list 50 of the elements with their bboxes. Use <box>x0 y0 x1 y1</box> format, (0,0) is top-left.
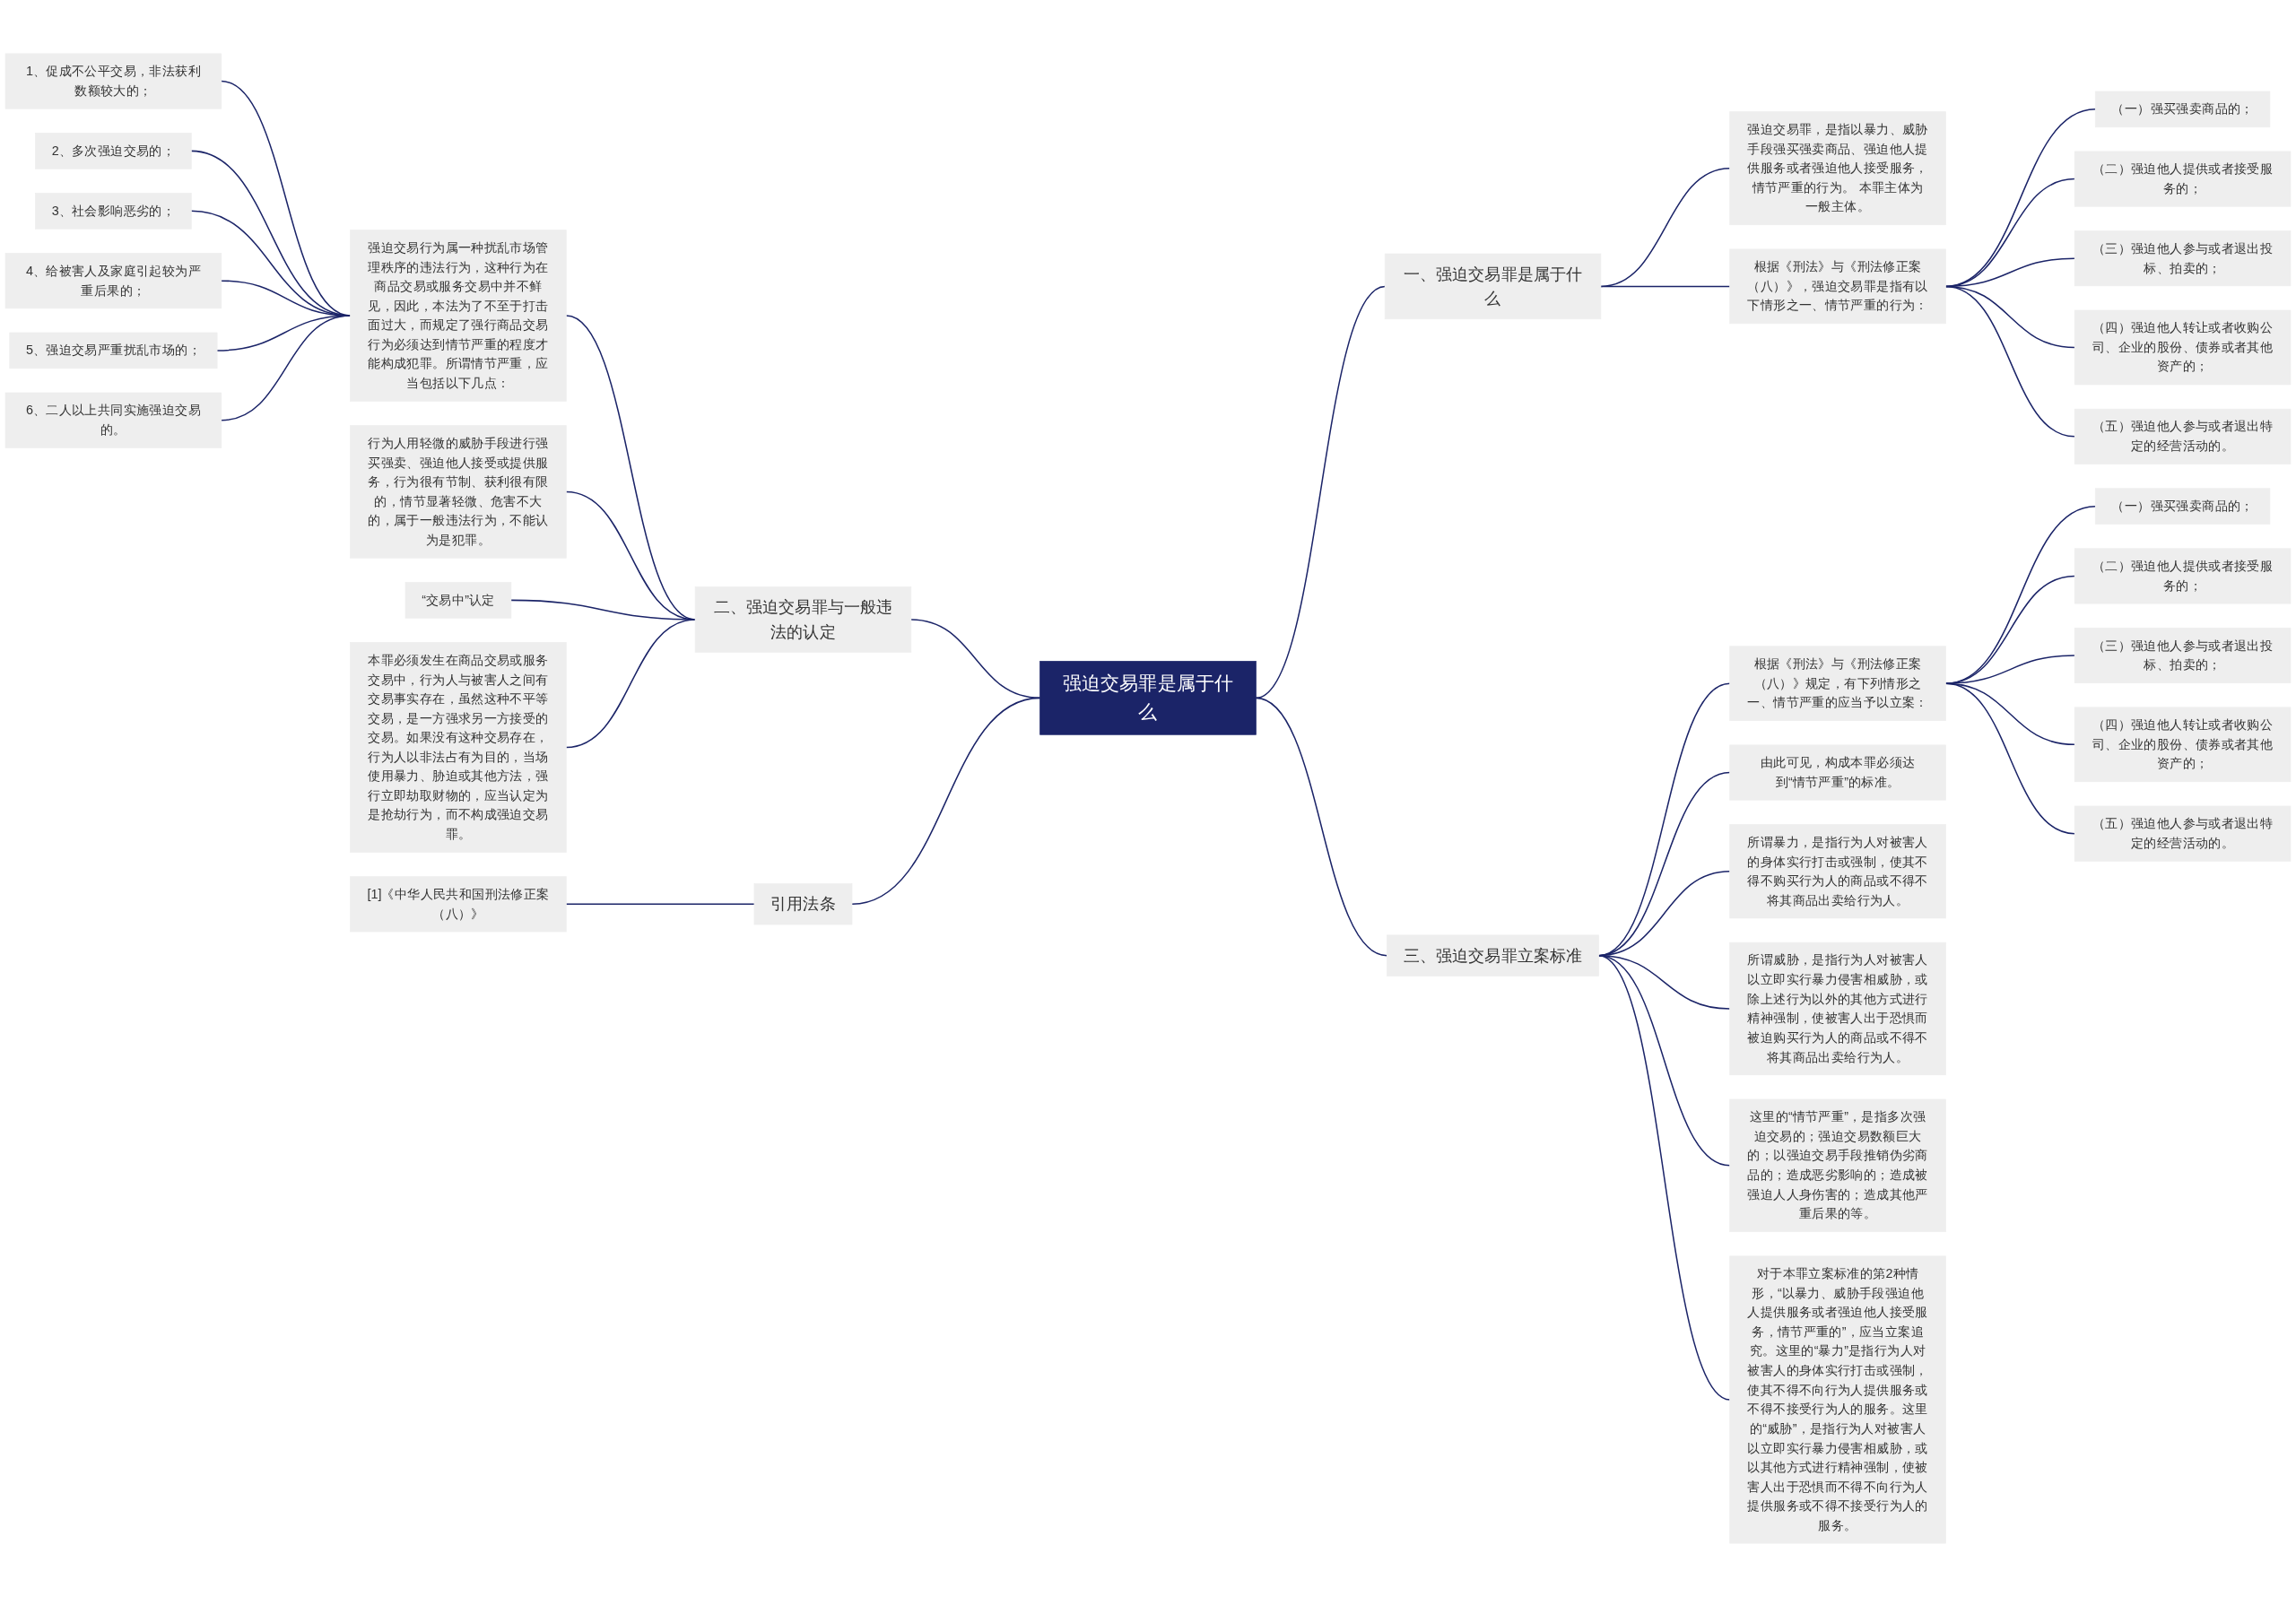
node-box: 这里的“情节严重”，是指多次强迫交易的；强迫交易数额巨大的；以强迫交易手段推销伪劣商品的；造成恶劣影响的；造成被强迫人人身伤害的；造成其他严重后果的等。 <box>1729 1098 1946 1232</box>
node-box: （一）强买强卖商品的； <box>2094 488 2271 525</box>
connector <box>1944 505 2097 684</box>
node-box: （一）强买强卖商品的； <box>2094 91 2271 128</box>
node-box: “交易中”认定 <box>404 582 512 619</box>
node-box: 所谓暴力，是指行为人对被害人的身体实行打击或强制，使其不得不购买行为人的商品或不得不将其商品出卖给行为人。 <box>1729 824 1946 919</box>
node-box: 引用法条 <box>753 883 853 925</box>
node-box: 6、二人以上共同实施强迫交易的。 <box>4 392 222 448</box>
node-box: 强迫交易行为属一种扰乱市场管理秩序的违法行为，这种行为在商品交易或服务交易中并不鲜见，因此，本法为了不至于打击面过大，而规定了强行商品交易行为必须达到情节严重的程度才能构成犯罪。所谓情节严重，应当包括以下几点： <box>350 230 567 402</box>
connector <box>1944 655 2075 684</box>
connector <box>1944 682 2075 746</box>
node-box: （五）强迫他人参与或者退出特定的经营活动的。 <box>2074 805 2292 862</box>
connector <box>851 697 1041 906</box>
node-box: （二）强迫他人提供或者接受服务的； <box>2074 151 2292 207</box>
node-box: 本罪必须发生在商品交易或服务交易中，行为人与被害人之间有交易事实存在，虽然这种不平等交易，是一方强求另一方接受的交易。如果没有这种交易存在，行为人以非法占有为目的，当场使用暴力、胁迫或其他方法，强行立即劫取财物的，应当认定为是抢劫行为，而不构成强迫交易罪。 <box>350 642 567 853</box>
node-box: 2、多次强迫交易的； <box>35 133 192 169</box>
node-box: 三、强迫交易罪立案标准 <box>1387 934 1599 976</box>
node-box: 根据《刑法》与《刑法修正案（八）》，强迫交易罪是指有以下情形之一、情节严重的行为： <box>1729 248 1946 325</box>
connector <box>1944 575 2075 684</box>
node-box: 一、强迫交易罪是属于什么 <box>1384 253 1602 320</box>
node-box: 3、社会影响恶劣的； <box>35 193 192 230</box>
node-box: 根据《刑法》与《刑法修正案（八）》规定，有下列情形之一、情节严重的应当予以立案： <box>1729 646 1946 721</box>
node-box: 由此可见，构成本罪必须达到“情节严重”的标准。 <box>1729 744 1946 801</box>
connector <box>1600 285 1731 288</box>
connector <box>1944 682 2075 835</box>
connector <box>1944 285 2075 438</box>
connector <box>1255 697 1388 957</box>
connector <box>565 903 755 906</box>
node-box: 二、强迫交易罪与一般违法的认定 <box>694 586 912 653</box>
connector <box>565 619 696 749</box>
connector <box>1600 167 1731 288</box>
node-box: （四）强迫他人转让或者收购公司、企业的股份、债券或者其他资产的； <box>2074 309 2292 386</box>
node-box: （五）强迫他人参与或者退出特定的经营活动的。 <box>2074 408 2292 464</box>
node-box: 4、给被害人及家庭引起较为严重后果的； <box>4 253 222 309</box>
node-box: 所谓威胁，是指行为人对被害人以立即实行暴力侵害相威胁，或除上述行为以外的其他方式进行精神强制，使被害人出于恐惧而被迫购买行为人的商品或不得不将其商品出卖给行为人。 <box>1729 942 1946 1076</box>
node-box: [1]《中华人民共和国刑法修正案（八）》 <box>350 876 567 933</box>
node-box: （四）强迫他人转让或者收购公司、企业的股份、债券或者其他资产的； <box>2074 707 2292 783</box>
connector <box>1944 108 2097 288</box>
node-box: （三）强迫他人参与或者退出投标、拍卖的； <box>2074 230 2292 287</box>
node-box: 对于本罪立案标准的第2种情形，“以暴力、威胁手段强迫他人提供服务或者强迫他人接受服务，情节严重的”，应当立案追究。这里的“暴力”是指行为人对被害人的身体实行打击或强制，使其不得不向行为人提供服务或不得不接受行为人的服务。这里的“威胁”，是指行为人对被害人以立即实行暴力侵害相威胁，或以其他方式进行精神强制，使被害人出于恐惧而不得不向行为人提供服务或不得不接受行为人的服务。 <box>1729 1255 1946 1544</box>
node-box: 强迫交易罪，是指以暴力、威胁手段强买强卖商品、强迫他人提供服务或者强迫他人接受服务，情节严重的行为。 本罪主体为一般主体。 <box>1729 111 1946 226</box>
node-box: 1、促成不公平交易，非法获利数额较大的； <box>4 53 222 109</box>
node-box: 行为人用轻微的威胁手段进行强买强卖、强迫他人接受或提供服务，行为很有节制、获利很有限的，情节显著轻微、危害不大的，属于一般违法行为，不能认为是犯罪。 <box>350 425 567 559</box>
node-box: 强迫交易罪是属于什么 <box>1039 661 1257 735</box>
connector <box>1597 954 1731 1401</box>
node-box: 5、强迫交易严重扰乱市场的； <box>9 332 218 369</box>
connector <box>221 315 352 421</box>
node-box: （二）强迫他人提供或者接受服务的； <box>2074 548 2292 604</box>
connector <box>1255 285 1386 699</box>
node-box: （三）强迫他人参与或者退出投标、拍卖的； <box>2074 627 2292 683</box>
